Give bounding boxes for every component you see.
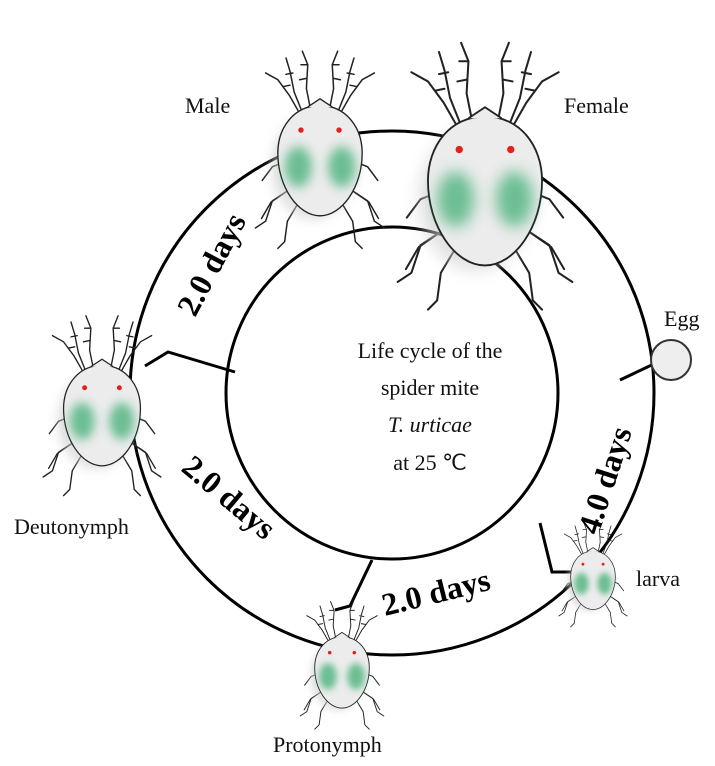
duration-egg-to-larva: 4.0 days [570,422,638,538]
label-larva: larva [636,566,680,591]
title-line-1: Life cycle of the [358,338,503,363]
label-male: Male [185,93,230,118]
label-female: Female [564,93,629,118]
egg-icon [651,340,691,380]
label-deutonymph: Deutonymph [14,514,129,539]
male-mite-icon [255,51,384,248]
larva-mite-icon [559,522,627,626]
label-egg: Egg [664,306,699,331]
protonymph-mite-icon [300,602,384,730]
deutonymph-mite-icon [43,316,161,496]
label-protonymph: Protonymph [273,732,382,757]
duration-larva-to-protonymph: 2.0 days [378,561,494,623]
divider-deuto-adult [145,352,235,372]
title-line-4: at 25 ℃ [393,450,467,475]
title-line-3: T. urticae [388,412,472,437]
duration-deutonymph-to-adult: 2.0 days [169,207,253,321]
title-line-2: spider mite [381,375,479,400]
